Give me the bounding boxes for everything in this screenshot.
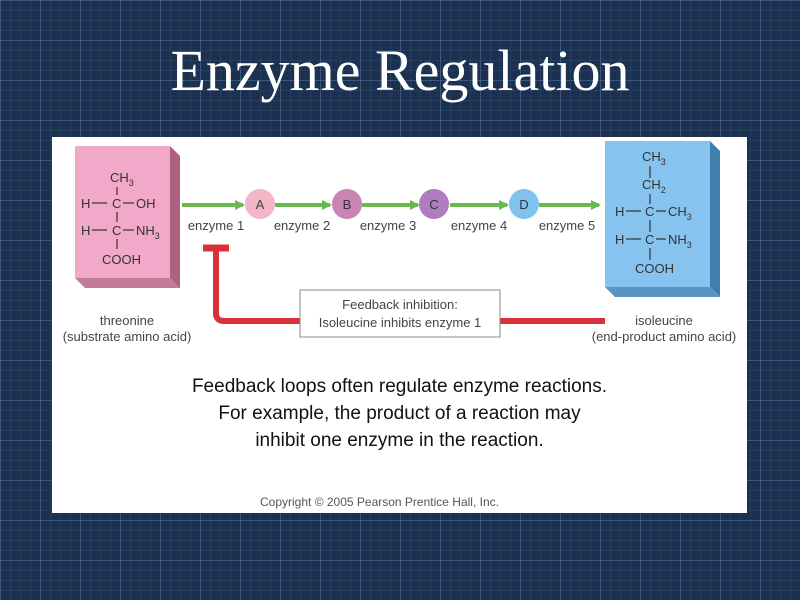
- threonine-row1-left: H: [81, 196, 90, 211]
- intermediate-d-circle: [509, 189, 539, 219]
- caption-line-3: inhibit one enzyme in the reaction.: [255, 430, 544, 451]
- feedback-box-frame: [299, 289, 501, 338]
- isoleucine-row1-right: CH3: [668, 204, 692, 222]
- intermediate-b-label: B: [343, 197, 352, 212]
- enzyme-5-label: enzyme 5: [539, 218, 595, 233]
- diagram-panel: CH3 H C OH H C NH3 COOH threonine (subst…: [52, 137, 747, 513]
- feedback-inhibition-box: Feedback inhibition: Isoleucine inhibits…: [299, 289, 501, 338]
- feedback-inhibition-diagram: CH3 H C OH H C NH3 COOH threonine (subst…: [63, 141, 737, 344]
- caption: Feedback loops often regulate enzyme rea…: [52, 373, 747, 454]
- isoleucine-row1-center: C: [645, 204, 654, 219]
- threonine-row1-center: C: [112, 196, 121, 211]
- isoleucine-second-group: CH2: [642, 177, 666, 195]
- caption-line-1: Feedback loops often regulate enzyme rea…: [191, 376, 608, 397]
- threonine-row2-right: NH3: [136, 223, 160, 241]
- isoleucine-bottom-group: COOH: [635, 261, 674, 276]
- intermediate-b-circle: [332, 189, 362, 219]
- intermediate-d-label: D: [519, 197, 528, 212]
- copyright-notice: Copyright © 2005 Pearson Prentice Hall, …: [260, 495, 499, 509]
- threonine-row1-right: OH: [136, 196, 156, 211]
- feedback-inhibition-line: [213, 249, 605, 324]
- enzyme-1-label: enzyme 1: [188, 218, 244, 233]
- threonine-label: threonine: [100, 313, 154, 328]
- threonine-box: CH3 H C OH H C NH3 COOH: [75, 146, 180, 288]
- intermediate-a-label: A: [256, 197, 265, 212]
- caption-line-2: For example, the product of a reaction m…: [218, 403, 581, 424]
- isoleucine-row1-left: H: [615, 204, 624, 219]
- threonine-row2-center: C: [112, 223, 121, 238]
- isoleucine-label: isoleucine: [635, 313, 693, 328]
- enzyme-2-label: enzyme 2: [274, 218, 330, 233]
- intermediate-c-label: C: [429, 197, 438, 212]
- intermediate-a: A: [245, 189, 275, 219]
- intermediate-a-circle: [245, 189, 275, 219]
- isoleucine-row2-center: C: [645, 232, 654, 247]
- isoleucine-row2-right: NH3: [668, 232, 692, 250]
- isoleucine-box: CH3 CH2 H C CH3 H C NH3 COOH: [605, 141, 720, 297]
- intermediate-c: C: [419, 189, 449, 219]
- feedback-box-line1: Feedback inhibition:: [342, 297, 458, 312]
- enzyme-4-label: enzyme 4: [451, 218, 507, 233]
- intermediate-b: B: [332, 189, 362, 219]
- threonine-box-face: [75, 146, 170, 278]
- threonine-description: (substrate amino acid): [63, 329, 192, 344]
- feedback-box-line2: Isoleucine inhibits enzyme 1: [319, 315, 482, 330]
- slide-title: Enzyme Regulation: [170, 38, 630, 103]
- threonine-row2-left: H: [81, 223, 90, 238]
- threonine-bottom-group: COOH: [102, 252, 141, 267]
- intermediate-d: D: [509, 189, 539, 219]
- threonine-top-group: CH3: [110, 170, 134, 188]
- enzyme-3-label: enzyme 3: [360, 218, 416, 233]
- intermediate-c-circle: [419, 189, 449, 219]
- isoleucine-top-group: CH3: [642, 149, 666, 167]
- isoleucine-box-face: [605, 141, 710, 287]
- isoleucine-description: (end-product amino acid): [592, 329, 737, 344]
- isoleucine-row2-left: H: [615, 232, 624, 247]
